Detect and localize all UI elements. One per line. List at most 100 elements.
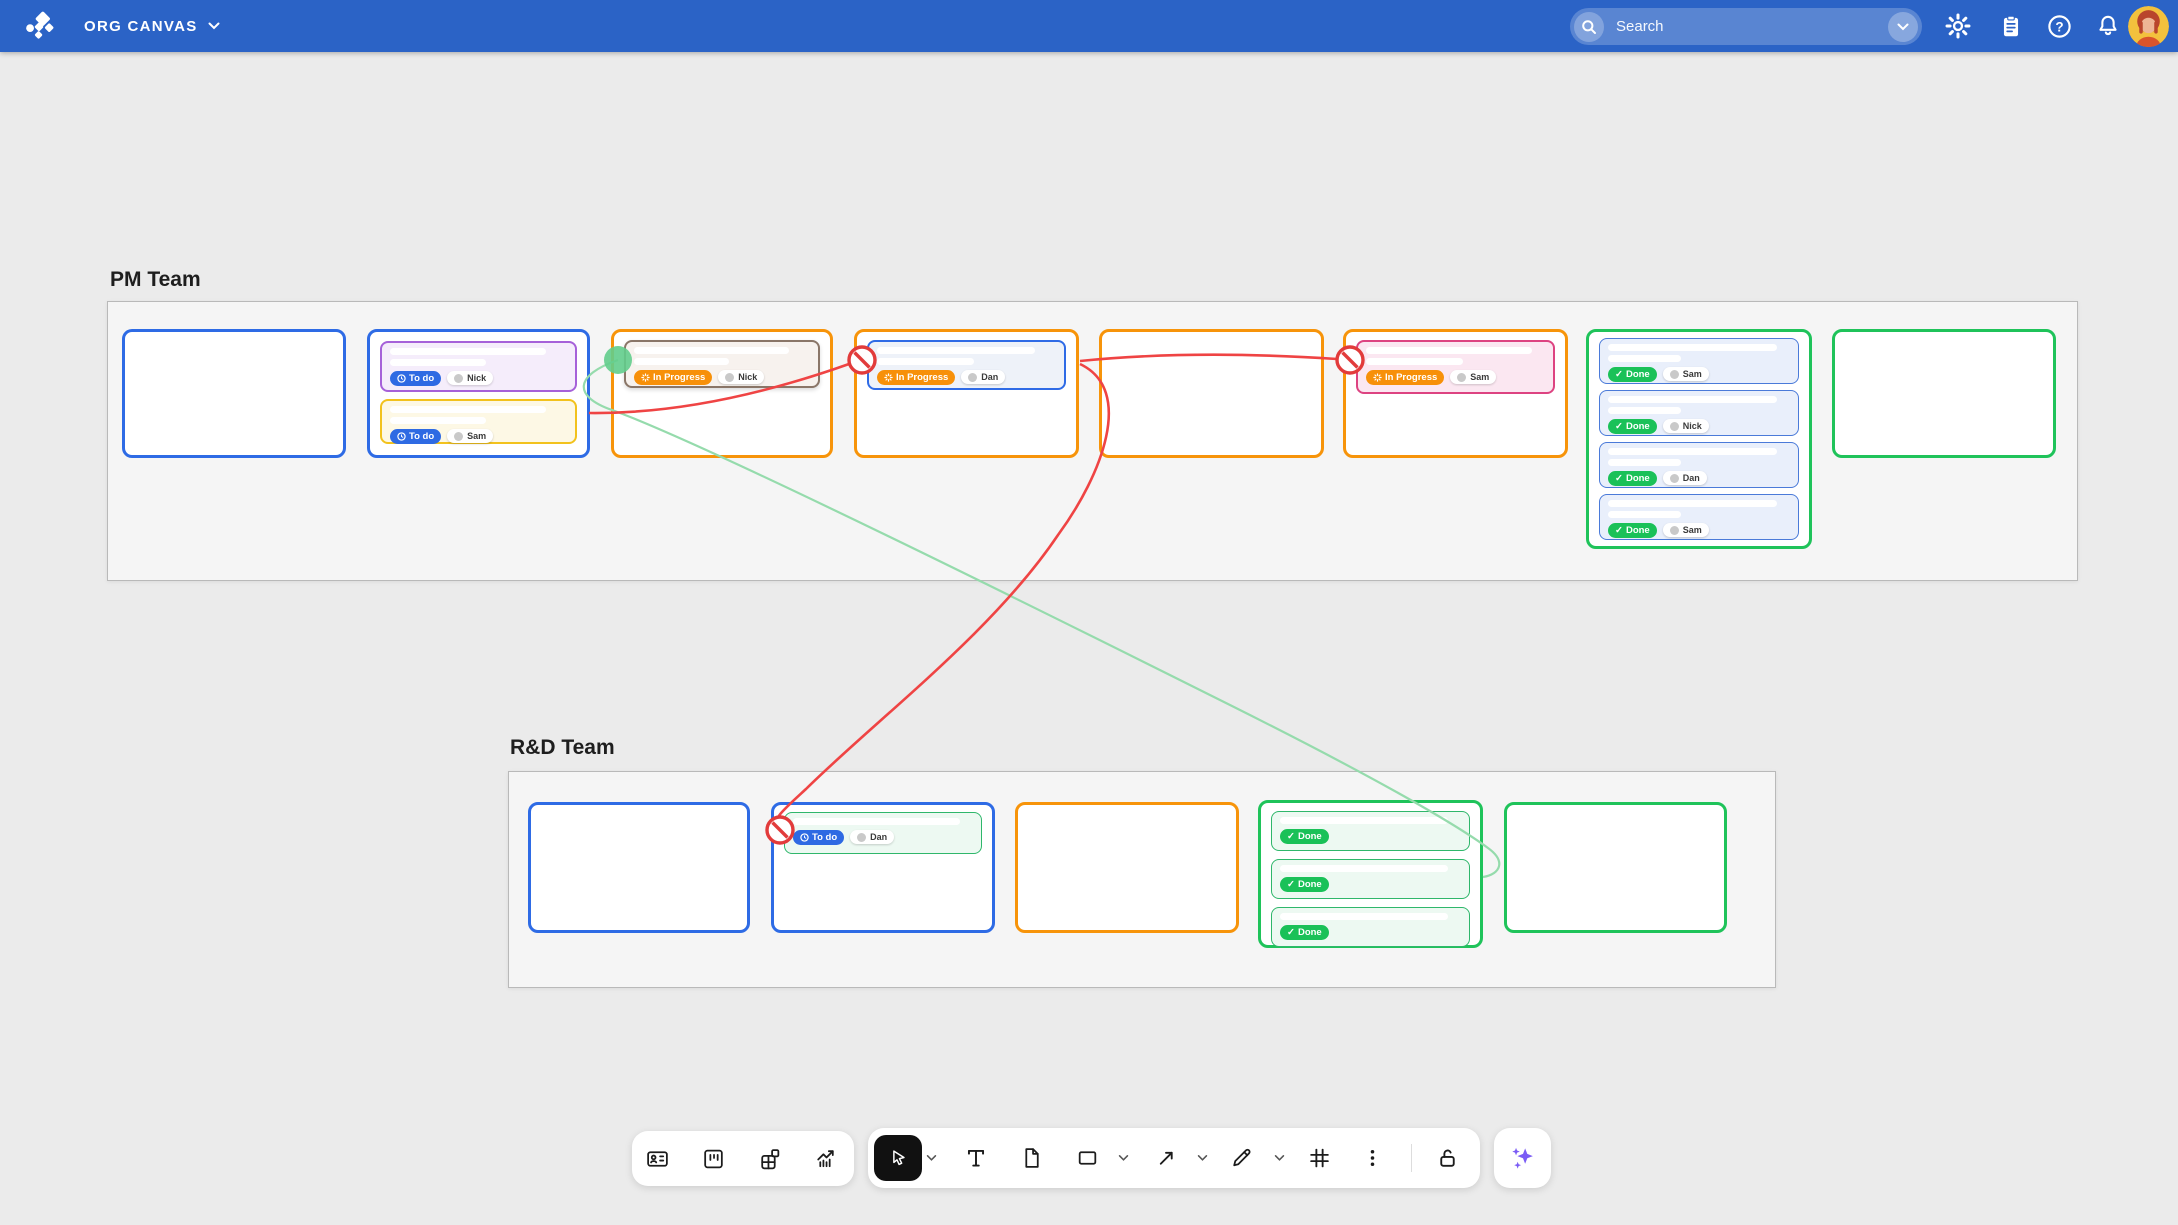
text-line (1366, 347, 1533, 354)
task-item[interactable]: ✓Done (1271, 859, 1470, 899)
text-line (634, 358, 730, 365)
avatar-dot-icon (1457, 372, 1467, 382)
pm-card-3[interactable]: In Progress Nick (611, 329, 833, 458)
task-item[interactable]: In Progress Sam (1356, 340, 1555, 394)
svg-text:?: ? (2055, 19, 2063, 34)
check-icon: ✓ (1287, 830, 1295, 842)
text-line (1608, 396, 1778, 403)
grid-tool-button[interactable] (1307, 1146, 1332, 1171)
status-badge: ✓Done (1608, 419, 1657, 434)
task-item[interactable]: ✓Done Dan (1599, 442, 1799, 488)
chart-icon (817, 1149, 834, 1167)
task-item[interactable]: To do Nick (380, 341, 577, 392)
shape-tool-button[interactable] (1075, 1146, 1100, 1171)
chart-tool-button[interactable] (813, 1146, 838, 1171)
help-icon: ? (2047, 14, 2071, 38)
arrow-tool-dropdown[interactable] (1197, 1155, 1208, 1162)
text-line (1608, 448, 1778, 455)
text-line (1608, 500, 1778, 507)
text-line (1608, 344, 1778, 351)
check-icon: ✓ (1615, 368, 1623, 380)
rd-card-2[interactable]: To do Dan (771, 802, 995, 933)
cursor-tool-button-selected[interactable] (874, 1135, 922, 1181)
text-line (390, 359, 486, 366)
shape-tool-dropdown[interactable] (1118, 1155, 1129, 1162)
rd-card-1[interactable] (528, 802, 750, 933)
task-item[interactable]: ✓Done Sam (1599, 494, 1799, 540)
avatar-dot-icon (968, 372, 978, 382)
status-badge: ✓Done (1608, 471, 1657, 486)
cursor-icon (893, 1150, 905, 1166)
task-item[interactable]: ✓Done Nick (1599, 390, 1799, 436)
text-line (1608, 459, 1681, 466)
rd-card-3[interactable] (1015, 802, 1239, 933)
id-card-icon (647, 1150, 668, 1167)
clock-icon (397, 374, 406, 383)
lock-toggle-button[interactable] (1435, 1146, 1460, 1171)
task-item[interactable]: ✓Done (1271, 811, 1470, 851)
text-tool-button[interactable] (963, 1145, 989, 1171)
text-line (877, 347, 1035, 354)
avatar-dot-icon (1669, 369, 1679, 379)
assignee-chip: Sam (447, 429, 494, 444)
task-item[interactable]: To do Sam (380, 399, 577, 444)
pm-card-4[interactable]: In Progress Dan (854, 329, 1079, 458)
text-line (1280, 913, 1449, 920)
task-item[interactable]: To do Dan (784, 812, 982, 854)
blocks-tool-button[interactable] (757, 1146, 782, 1171)
status-badge: ✓Done (1280, 925, 1329, 940)
notifications-button[interactable] (2092, 10, 2124, 42)
pm-card-8[interactable] (1832, 329, 2056, 458)
settings-button[interactable] (1942, 10, 1974, 42)
check-icon: ✓ (1615, 524, 1623, 536)
task-item[interactable]: In Progress Dan (867, 340, 1066, 390)
ai-assistant-button[interactable] (1494, 1128, 1551, 1188)
check-icon: ✓ (1287, 878, 1295, 890)
workspace-title-menu[interactable]: ORG CANVAS (84, 18, 220, 35)
task-item[interactable]: ✓Done Sam (1599, 338, 1799, 384)
app-logo-icon (22, 9, 56, 43)
toolbar-main-group (868, 1128, 1480, 1188)
text-line (390, 406, 546, 413)
pencil-tool-button[interactable] (1229, 1146, 1254, 1171)
clipboard-button[interactable] (1995, 10, 2027, 42)
rd-card-5[interactable] (1504, 802, 1727, 933)
avatar-dot-icon (1669, 473, 1679, 483)
user-avatar[interactable] (2128, 6, 2169, 47)
help-button[interactable]: ? (2043, 10, 2075, 42)
clipboard-icon (2003, 15, 2019, 37)
pm-card-5[interactable] (1099, 329, 1324, 458)
spinner-icon (1373, 373, 1382, 382)
pm-card-2[interactable]: To do Nick To do Sam (367, 329, 590, 458)
id-card-tool-button[interactable] (645, 1146, 670, 1171)
pm-card-1[interactable] (122, 329, 346, 458)
kanban-board-icon (704, 1149, 723, 1168)
pencil-tool-dropdown[interactable] (1274, 1155, 1285, 1162)
more-options-button[interactable] (1360, 1146, 1385, 1171)
text-line (1366, 358, 1463, 365)
toolbar-templates-group (632, 1131, 854, 1186)
status-badge: ✓Done (1608, 367, 1657, 382)
pm-card-6[interactable]: In Progress Sam (1343, 329, 1568, 458)
assignee-chip: Dan (850, 830, 895, 845)
avatar-dot-icon (1669, 421, 1679, 431)
shape-square-icon (1078, 1151, 1097, 1165)
rd-card-4[interactable]: ✓Done ✓Done ✓Done (1258, 800, 1483, 948)
search-options-button[interactable] (1888, 11, 1918, 42)
page-tool-button[interactable] (1019, 1146, 1044, 1171)
task-item[interactable]: ✓Done (1271, 907, 1470, 947)
grid-icon (1310, 1148, 1329, 1168)
clock-icon (800, 833, 809, 842)
assignee-chip: Nick (718, 370, 765, 385)
cursor-tool-dropdown[interactable] (926, 1155, 937, 1162)
search-input[interactable] (1614, 17, 1888, 36)
check-icon: ✓ (1287, 926, 1295, 938)
text-line (793, 818, 961, 825)
arrow-tool-button[interactable] (1154, 1146, 1179, 1171)
status-badge: To do (390, 429, 442, 444)
task-item[interactable]: In Progress Nick (624, 340, 820, 388)
search-icon (1574, 11, 1604, 42)
kanban-tool-button[interactable] (701, 1146, 726, 1171)
pm-card-7[interactable]: ✓Done Sam ✓Done Nick ✓Done Dan ✓Done (1586, 329, 1812, 549)
